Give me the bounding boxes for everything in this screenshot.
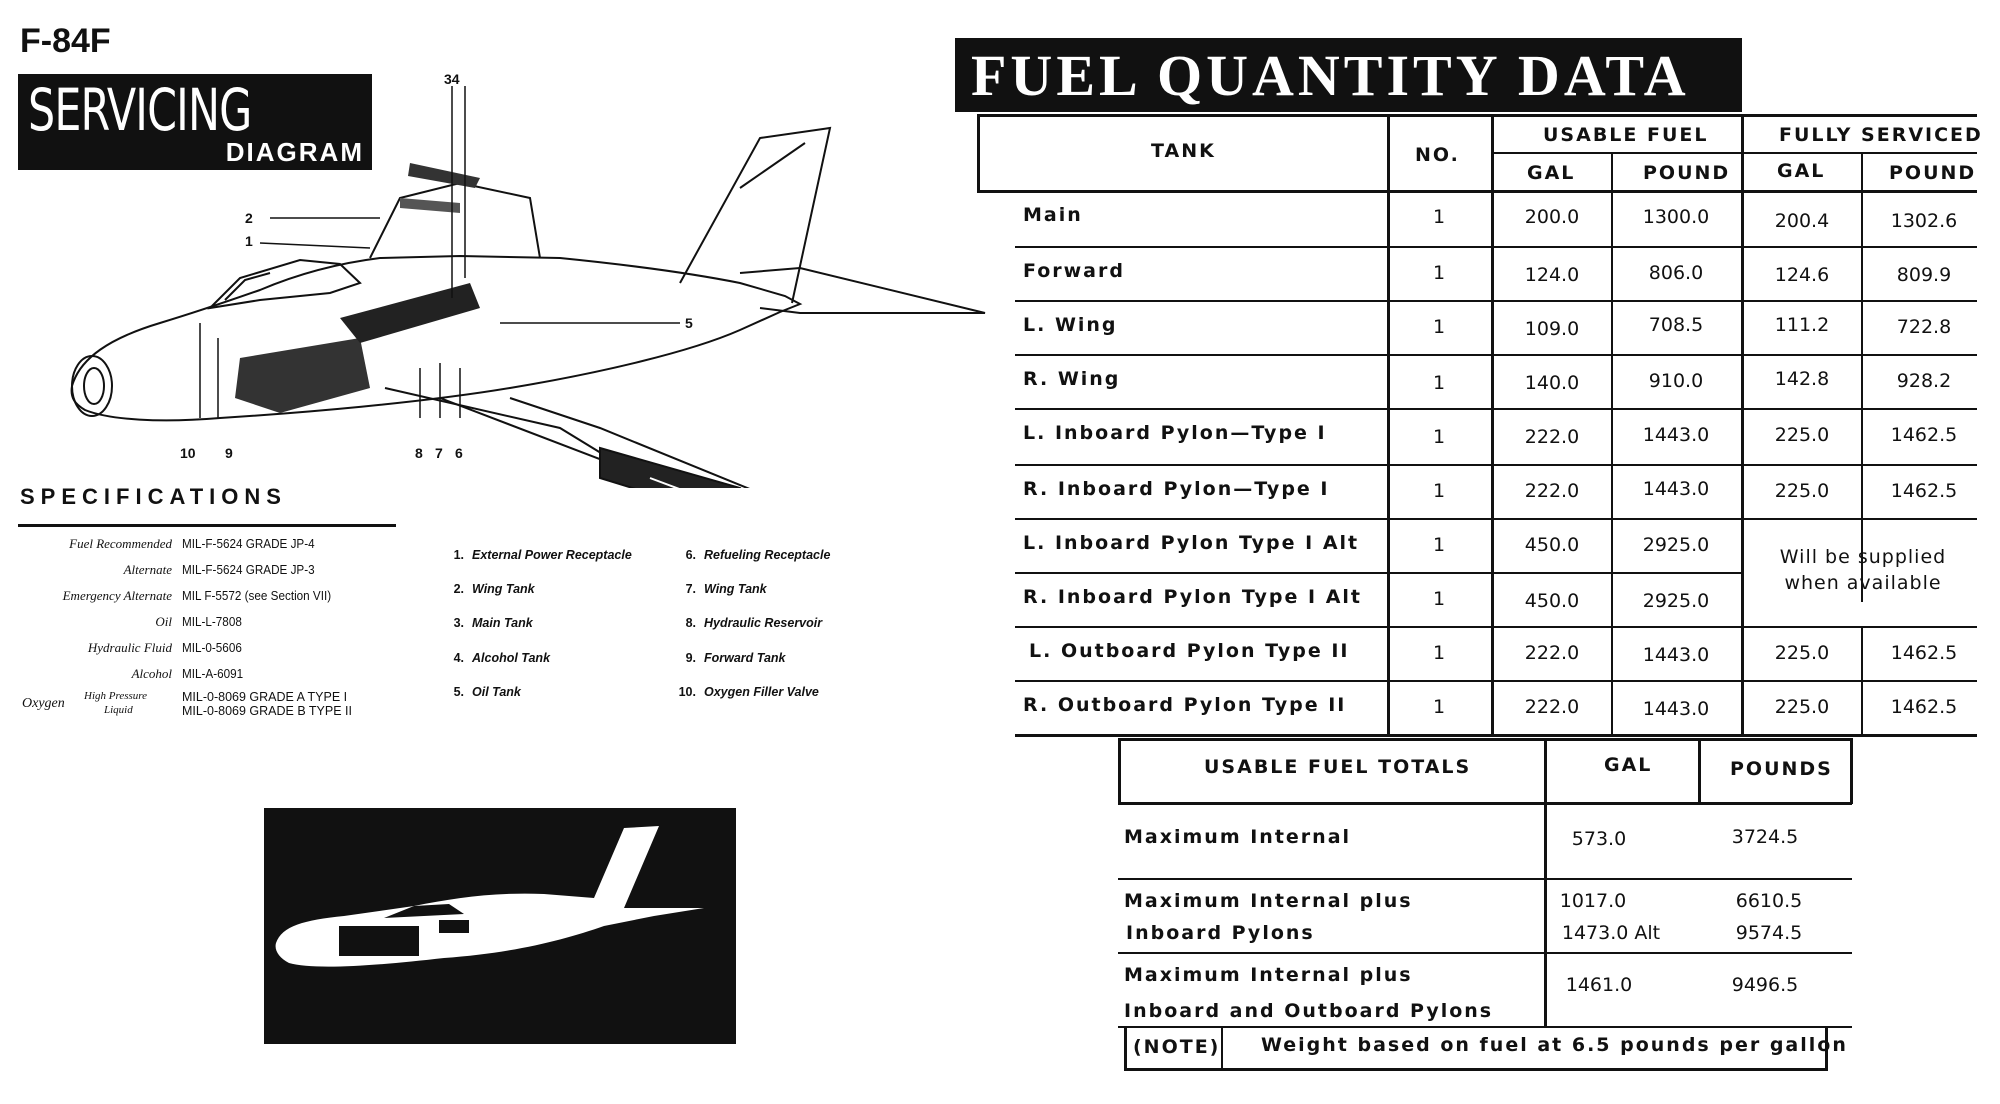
callout-1: 1 bbox=[245, 233, 253, 249]
header-full-pound: POUND bbox=[1889, 162, 1977, 184]
spec-oxygen-label: Oxygen bbox=[22, 696, 65, 711]
spec-oxygen-sub1: High Pressure bbox=[84, 690, 148, 702]
callout-10: 10 bbox=[180, 445, 196, 461]
fuel-quantity-title-box: FUEL QUANTITY DATA bbox=[955, 38, 1742, 112]
callout-8: 8 bbox=[415, 445, 423, 461]
header-tank: TANK bbox=[1151, 140, 1216, 162]
legend: 1.External Power Receptacle 2.Wing Tank … bbox=[440, 548, 880, 708]
header-usable-gal: GAL bbox=[1527, 162, 1576, 184]
spec-oxygen-value1: MIL-0-8069 GRADE A TYPE I bbox=[182, 690, 348, 704]
totals-header-pounds: POUNDS bbox=[1730, 758, 1833, 780]
callout-6: 6 bbox=[455, 445, 463, 461]
header-full-gal: GAL bbox=[1777, 160, 1826, 182]
fuel-quantity-table: TANK NO. USABLE FUEL FULLY SERVICED GAL … bbox=[975, 112, 1985, 737]
specifications-rule bbox=[18, 524, 396, 527]
servicing-title: SERVICING bbox=[28, 76, 252, 144]
note-box: (NOTE) Weight based on fuel at 6.5 pound… bbox=[1124, 1028, 1846, 1071]
callout-9: 9 bbox=[225, 445, 233, 461]
usable-fuel-totals-table: USABLE FUEL TOTALS GAL POUNDS Maximum In… bbox=[1118, 738, 1858, 1074]
callout-7: 7 bbox=[435, 445, 443, 461]
totals-header-gal: GAL bbox=[1604, 754, 1653, 776]
servicing-diagram-title-box: SERVICING DIAGRAM bbox=[18, 74, 372, 170]
aircraft-servicing-drawing: 1 2 34 5 6 7 8 9 10 bbox=[70, 71, 986, 488]
legend-item: 8.Hydraulic Reservoir bbox=[685, 616, 823, 630]
header-usable-pound: POUND bbox=[1643, 162, 1731, 184]
header-usable-fuel: USABLE FUEL bbox=[1543, 124, 1709, 146]
legend-item: 10.Oxygen Filler Valve bbox=[678, 685, 819, 699]
spec-oxygen-sub2: Liquid bbox=[104, 704, 133, 716]
legend-item: 6.Refueling Receptacle bbox=[685, 548, 831, 562]
legend-item: 3.Main Tank bbox=[453, 616, 533, 630]
model-label: F-84F bbox=[20, 22, 111, 60]
header-fully-serviced: FULLY SERVICED bbox=[1779, 124, 1983, 146]
aircraft-silhouette-panel bbox=[264, 808, 736, 1044]
legend-item: 5.Oil Tank bbox=[453, 685, 521, 699]
fuel-quantity-title: FUEL QUANTITY DATA bbox=[971, 43, 1690, 108]
merged-note: Will be supplied when available bbox=[1779, 546, 1947, 594]
totals-header-label: USABLE FUEL TOTALS bbox=[1204, 756, 1472, 778]
note-label: (NOTE) bbox=[1133, 1036, 1221, 1058]
specifications-list: Fuel Recommended MIL-F-5624 GRADE JP-4 A… bbox=[22, 536, 352, 718]
callout-3-4: 34 bbox=[444, 71, 460, 87]
legend-item: 2.Wing Tank bbox=[453, 582, 535, 596]
legend-item: 4.Alcohol Tank bbox=[453, 651, 551, 665]
spec-oxygen-value2: MIL-0-8069 GRADE B TYPE II bbox=[182, 704, 352, 718]
note-text: Weight based on fuel at 6.5 pounds per g… bbox=[1261, 1034, 1848, 1056]
header-no: NO. bbox=[1415, 144, 1460, 166]
callout-2: 2 bbox=[245, 210, 253, 226]
aircraft-silhouette bbox=[275, 826, 704, 967]
legend-item: 9.Forward Tank bbox=[685, 651, 786, 665]
specifications-heading: SPECIFICATIONS bbox=[20, 484, 287, 509]
legend-item: 1.External Power Receptacle bbox=[453, 548, 632, 562]
legend-item: 7.Wing Tank bbox=[685, 582, 767, 596]
diagram-title: DIAGRAM bbox=[225, 137, 364, 167]
callout-5: 5 bbox=[685, 315, 693, 331]
